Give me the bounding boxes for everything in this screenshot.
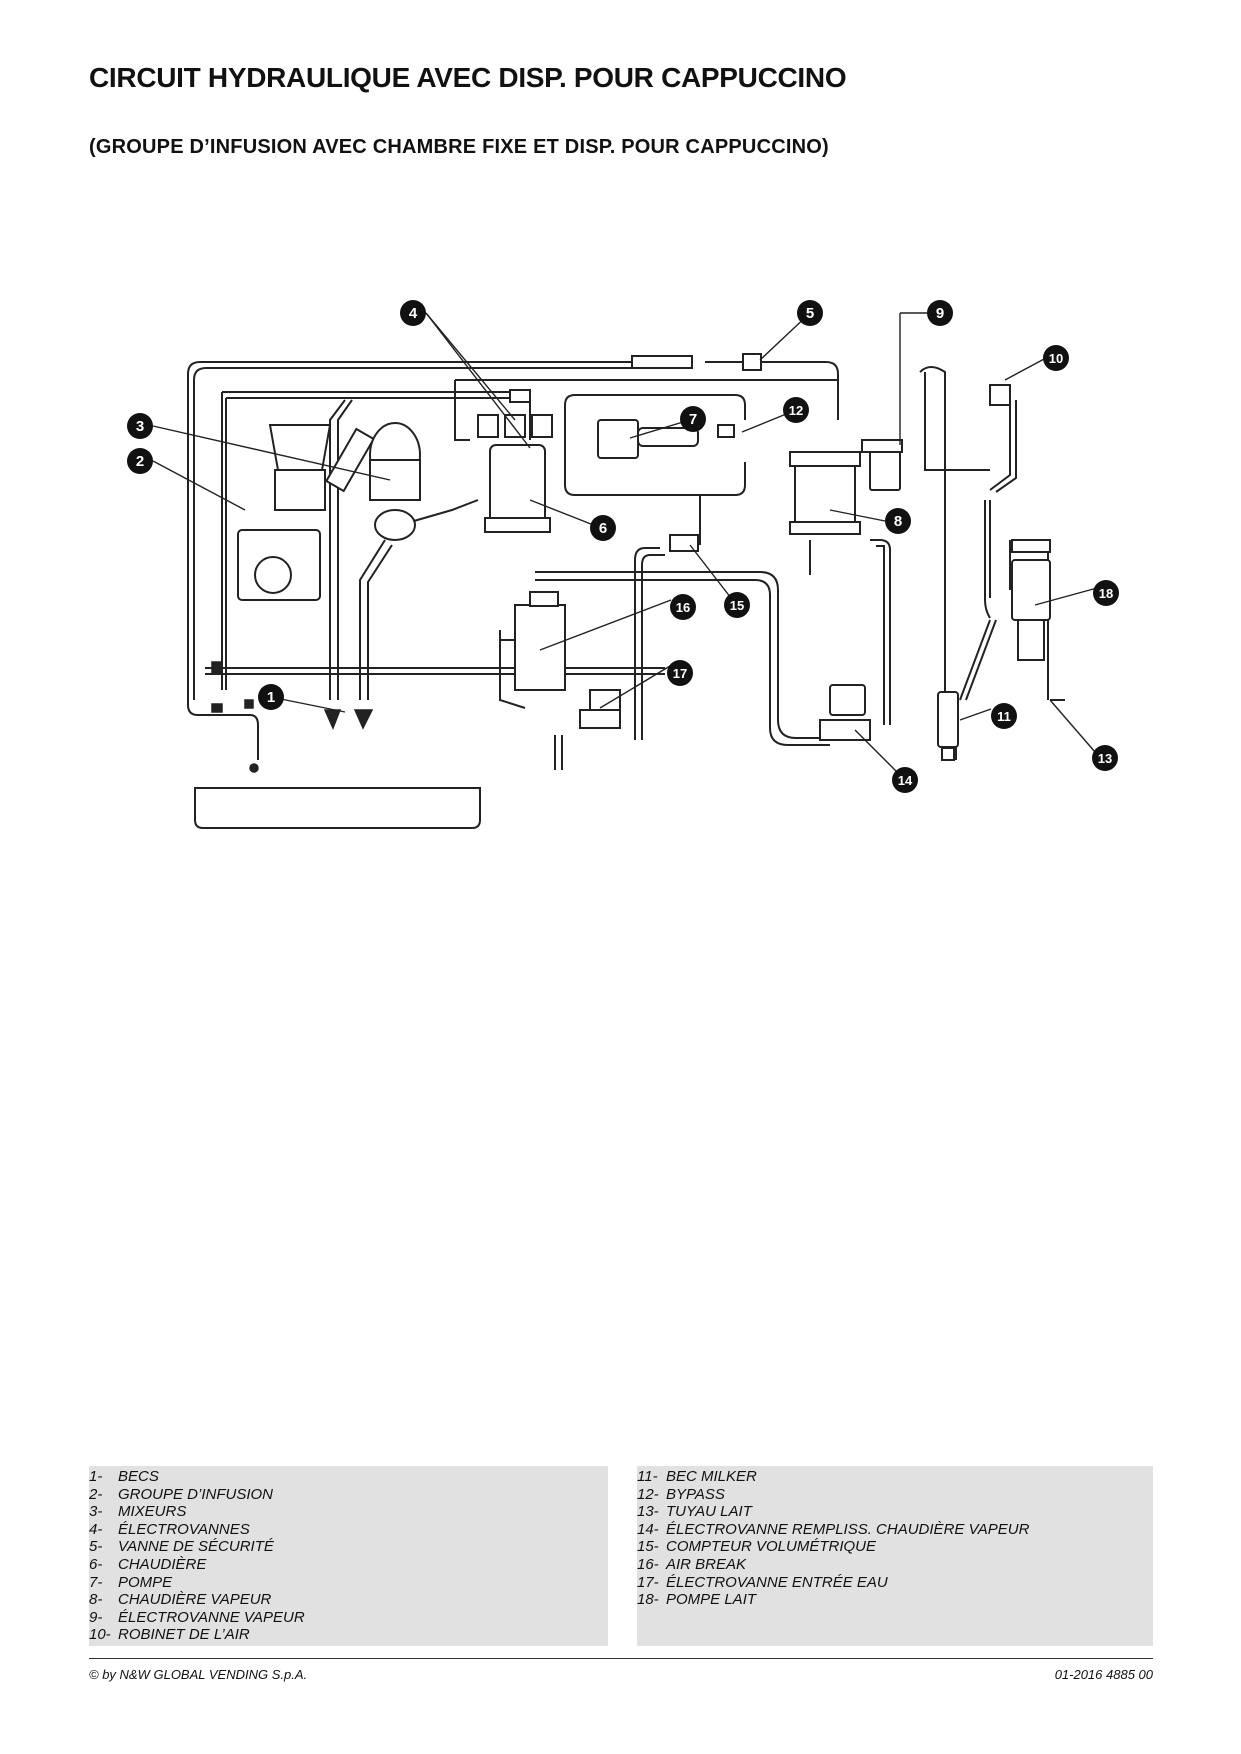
- legend-label: BYPASS: [666, 1485, 725, 1503]
- callout-8: 8: [885, 508, 911, 534]
- legend-item: 3- MIXEURS: [89, 1503, 608, 1521]
- callout-9: 9: [927, 300, 953, 326]
- legend-label: POMPE LAIT: [666, 1591, 757, 1609]
- callout-5-label: 5: [806, 305, 814, 322]
- callout-4: 4: [400, 300, 426, 326]
- callout-3-label: 3: [136, 418, 144, 435]
- callout-18-label: 18: [1099, 586, 1113, 601]
- legend-label: TUYAU LAIT: [666, 1503, 752, 1521]
- callout-4-label: 4: [409, 305, 418, 322]
- legend-item: 14- ÉLECTROVANNE REMPLISS. CHAUDIÈRE VAPE…: [637, 1521, 1153, 1539]
- callout-7-label: 7: [689, 411, 697, 428]
- legend-item: 2- GROUPE D’INFUSION: [89, 1486, 608, 1504]
- legend-left: 1- BECS 2- GROUPE D’INFUSION 3- MIXEURS 4- É…: [89, 1466, 608, 1646]
- legend-label: BECS: [118, 1468, 159, 1485]
- callout-17: 17: [667, 660, 693, 686]
- legend-num: 7-: [89, 1573, 103, 1591]
- legend-num: 17-: [637, 1573, 659, 1591]
- page-title: CIRCUIT HYDRAULIQUE AVEC DISP. POUR CAPP…: [89, 62, 847, 93]
- legend-right: 11- BEC MILKER 12- BYPASS 13- TUYAU LAIT 14…: [637, 1466, 1153, 1646]
- legend-num: 6-: [89, 1555, 103, 1573]
- legend-label: ÉLECTROVANNE REMPLISS. CHAUDIÈRE VAPEUR: [666, 1520, 1030, 1538]
- legend-item: 13- TUYAU LAIT: [637, 1503, 1153, 1521]
- legend-label: ÉLECTROVANNES: [118, 1520, 250, 1538]
- legend-num: 14-: [637, 1520, 659, 1538]
- legend-num: 12-: [637, 1485, 659, 1503]
- legend-label: CHAUDIÈRE: [118, 1555, 207, 1573]
- callout-15: 15: [724, 592, 750, 618]
- legend-label: CHAUDIÈRE VAPEUR: [118, 1591, 272, 1609]
- legend-num: 9-: [89, 1608, 103, 1626]
- legend-num: 10-: [89, 1626, 111, 1644]
- callout-16-label: 16: [676, 600, 690, 615]
- legend-label: VANNE DE SÉCURITÉ: [118, 1538, 274, 1556]
- callout-6-label: 6: [599, 520, 607, 537]
- legend-item: 10- ROBINET DE L’AIR: [89, 1626, 608, 1644]
- callout-18: 18: [1093, 580, 1119, 606]
- legend-num: 11-: [637, 1468, 658, 1485]
- legend-label: ÉLECTROVANNE VAPEUR: [118, 1608, 305, 1626]
- callout-2: 2: [127, 448, 153, 474]
- legend-item: 16- AIR BREAK: [637, 1556, 1153, 1574]
- callout-16: 16: [670, 594, 696, 620]
- callout-15-label: 15: [730, 598, 744, 613]
- legend-label: ÉLECTROVANNE ENTRÉE EAU: [666, 1573, 888, 1591]
- callout-5: 5: [797, 300, 823, 326]
- legend-num: 4-: [89, 1520, 103, 1538]
- legend-label: GROUPE D’INFUSION: [118, 1485, 274, 1503]
- legend-item: 1- BECS: [89, 1468, 608, 1486]
- legend-item: 11- BEC MILKER: [637, 1468, 1153, 1486]
- callout-17-label: 17: [673, 666, 687, 681]
- legend-num: 2-: [89, 1485, 103, 1503]
- legend-label: MIXEURS: [118, 1503, 187, 1521]
- footer-doc-number: 01-2016 4885 00: [1054, 1667, 1153, 1682]
- legend-label: AIR BREAK: [666, 1555, 747, 1573]
- callout-markers: 1 2 3 4 5 6 7 8 9 10 11 12 13 14 15 16 1…: [127, 300, 1119, 793]
- legend-label: ROBINET DE L’AIR: [118, 1626, 250, 1644]
- callout-6: 6: [590, 515, 616, 541]
- callout-13: 13: [1092, 745, 1118, 771]
- page-subtitle: (GROUPE D’INFUSION AVEC CHAMBRE FIXE ET …: [89, 136, 829, 158]
- callout-3: 3: [127, 413, 153, 439]
- legend-num: 13-: [637, 1503, 659, 1521]
- callout-12: 12: [783, 397, 809, 423]
- legend-item: 4- ÉLECTROVANNES: [89, 1521, 608, 1539]
- callout-11-label: 11: [997, 709, 1011, 724]
- callout-2-label: 2: [136, 453, 144, 470]
- callout-14: 14: [892, 767, 918, 793]
- callout-8-label: 8: [894, 513, 902, 530]
- legend-num: 1-: [89, 1468, 103, 1485]
- legend-label: POMPE: [118, 1573, 173, 1591]
- legend-num: 18-: [637, 1591, 659, 1609]
- callout-12-label: 12: [789, 403, 803, 418]
- callout-13-label: 13: [1098, 751, 1112, 766]
- legend-label: COMPTEUR VOLUMÉTRIQUE: [666, 1538, 877, 1556]
- legend-item: 5- VANNE DE SÉCURITÉ: [89, 1538, 608, 1556]
- callout-1: 1: [258, 684, 284, 710]
- callout-9-label: 9: [936, 305, 944, 322]
- legend-item: 7- POMPE: [89, 1574, 608, 1592]
- legend-item: 18- POMPE LAIT: [637, 1591, 1153, 1609]
- legend-item: 9- ÉLECTROVANNE VAPEUR: [89, 1609, 608, 1627]
- legend-item: 15- COMPTEUR VOLUMÉTRIQUE: [637, 1538, 1153, 1556]
- legend-item: 6- CHAUDIÈRE: [89, 1556, 608, 1574]
- callout-10: 10: [1043, 345, 1069, 371]
- legend-num: 15-: [637, 1538, 659, 1556]
- callout-7: 7: [680, 406, 706, 432]
- footer-divider: [89, 1658, 1153, 1659]
- hydraulic-circuit-diagram: 1 2 3 4 5 6 7 8 9 10 11 12 13 14 15 16 1…: [127, 300, 1119, 829]
- callout-10-label: 10: [1049, 351, 1063, 366]
- callout-1-label: 1: [267, 689, 275, 706]
- legend-item: 12- BYPASS: [637, 1486, 1153, 1504]
- legend-item: 8- CHAUDIÈRE VAPEUR: [89, 1591, 608, 1609]
- legend-num: 3-: [89, 1503, 103, 1521]
- callout-14-label: 14: [898, 773, 913, 788]
- footer-copyright: © by N&W GLOBAL VENDING S.p.A.: [89, 1667, 308, 1682]
- legend-item: 17- ÉLECTROVANNE ENTRÉE EAU: [637, 1574, 1153, 1592]
- legend-label: BEC MILKER: [666, 1468, 757, 1485]
- callout-11: 11: [991, 703, 1017, 729]
- legend-num: 16-: [637, 1555, 659, 1573]
- legend-num: 8-: [89, 1591, 103, 1609]
- legend-num: 5-: [89, 1538, 103, 1556]
